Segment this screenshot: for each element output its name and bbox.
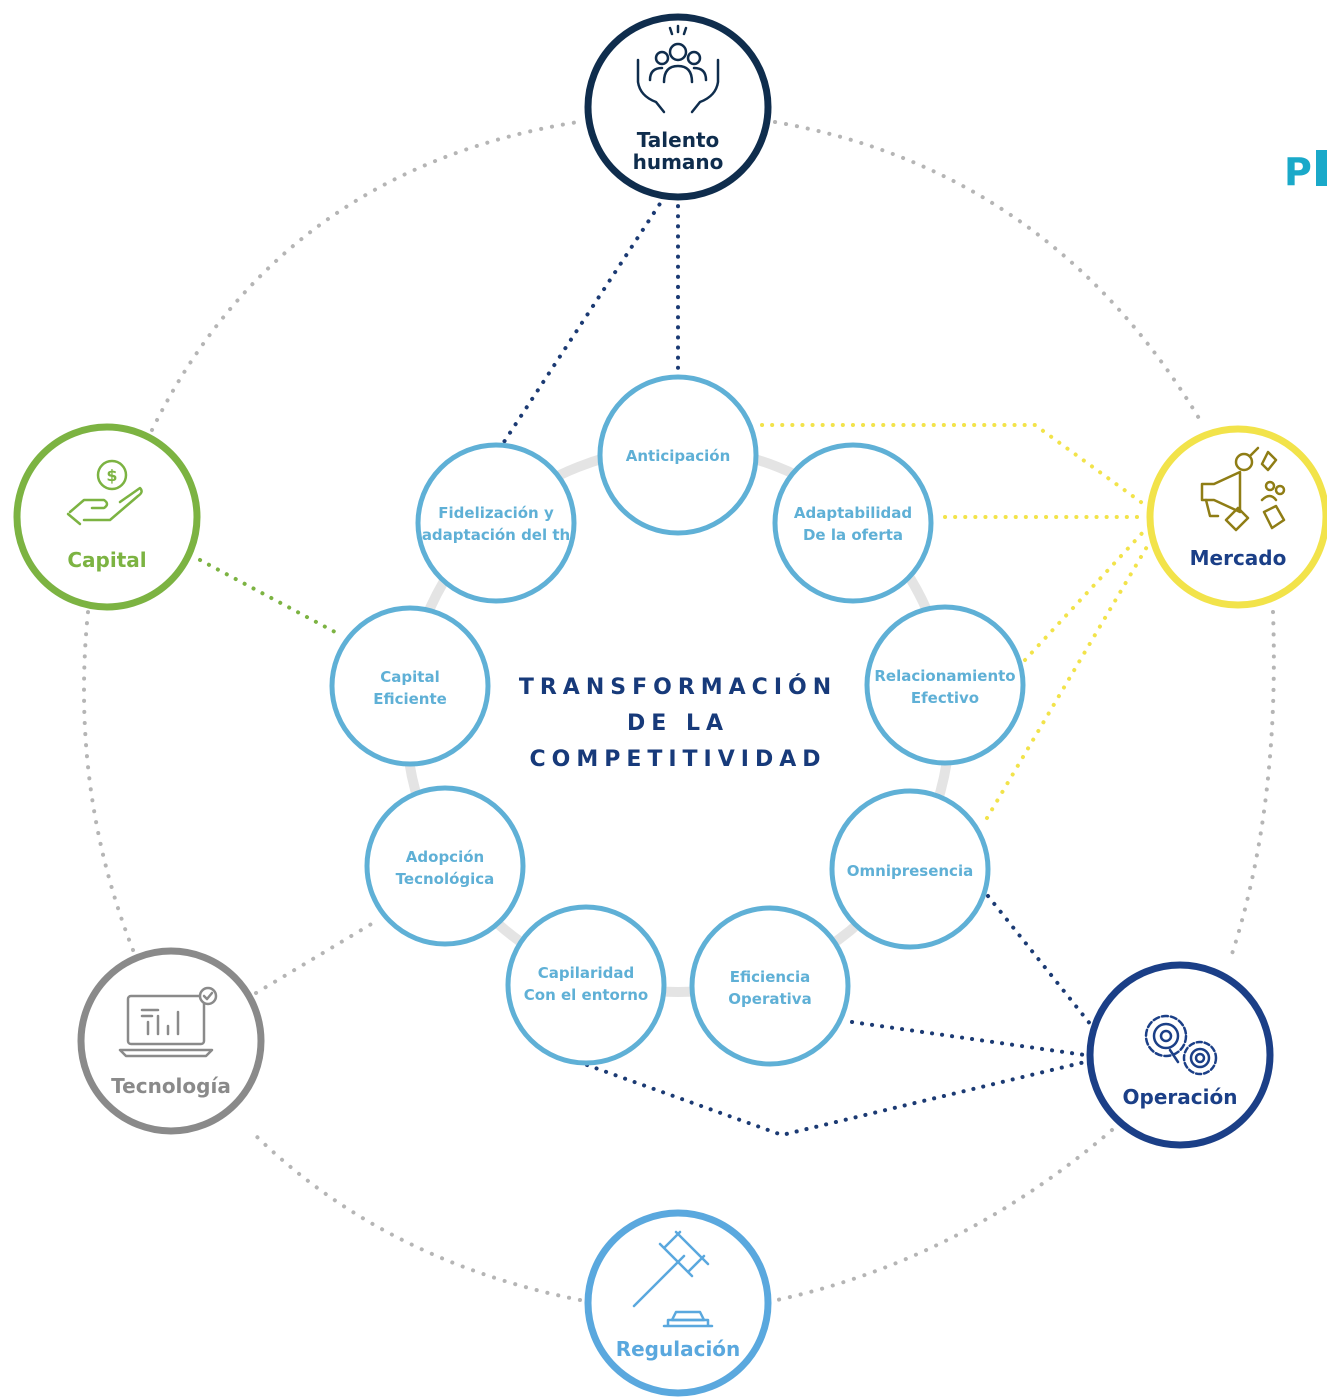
outer-label-operacion: Operación (1123, 1085, 1238, 1109)
outer-node-operacion: Operación (1086, 961, 1274, 1149)
connector-mercado-operacion (1228, 610, 1276, 962)
inner-label-omnipresencia: Omnipresencia (847, 862, 973, 880)
header-fragment-cut (1316, 150, 1327, 186)
connector-relacionamiento-mercado (1023, 528, 1147, 662)
inner-label-fidelizacion-1: Fidelización y (438, 504, 554, 522)
outer-node-regulacion: Regulación (584, 1209, 772, 1397)
outer-node-mercado: Mercado (1146, 425, 1327, 609)
gavel-icon (632, 1230, 714, 1328)
inner-node-capilaridad: Capilaridad Con el entorno (505, 904, 667, 1066)
center-title-line-3: COMPETITIVIDAD (529, 747, 826, 772)
header-fragment: P (1284, 150, 1312, 194)
connector-talento-mercado (773, 120, 1202, 422)
connector-tecnologia-adopcion (254, 918, 380, 995)
inner-label-capital-eficiente-1: Capital (380, 668, 439, 686)
connector-talento-fidelizacion (500, 194, 667, 447)
inner-node-adopcion: Adopción Tecnológica (364, 785, 526, 947)
inner-node-relacionamiento: Relacionamiento Efectivo (864, 604, 1026, 766)
center-title-line-2: DE LA (627, 711, 729, 736)
outer-node-capital: $ Capital (13, 423, 201, 611)
yellow-dotted-links (760, 423, 1150, 820)
connector-omnipresencia-mercado (985, 543, 1150, 820)
outer-dotted-ring (82, 120, 1276, 1302)
outer-label-regulacion: Regulación (616, 1337, 741, 1361)
inner-node-adaptabilidad: Adaptabilidad De la oferta (772, 442, 934, 604)
inner-label-fidelizacion-2: adaptación del th (422, 526, 570, 544)
inner-label-relacionamiento-2: Efectivo (911, 689, 979, 707)
laptop-chart-icon (118, 986, 218, 1058)
inner-label-adopcion-2: Tecnológica (396, 870, 495, 888)
outer-node-tecnologia: Tecnología (77, 947, 265, 1135)
inner-node-capital-eficiente: Capital Eficiente (329, 605, 491, 767)
svg-text:$: $ (106, 466, 117, 485)
megaphone-marketing-icon (1200, 446, 1286, 532)
inner-label-eficiencia-1: Eficiencia (730, 968, 810, 986)
outer-node-talento: Talento humano (584, 13, 772, 201)
inner-node-omnipresencia: Omnipresencia (829, 788, 991, 950)
inner-label-capilaridad-2: Con el entorno (524, 986, 648, 1004)
inner-label-adopcion-1: Adopción (406, 848, 484, 866)
connector-omnipresencia-operacion (986, 894, 1097, 1032)
connector-regulacion-tecnologia (248, 1128, 582, 1302)
center-title-line-1: TRANSFORMACIÓN (519, 674, 837, 700)
outer-label-capital: Capital (67, 548, 146, 572)
connector-capital-capital-eficiente (198, 558, 337, 634)
people-in-hands-icon (636, 24, 720, 114)
inner-node-anticipacion: Anticipación (597, 374, 759, 536)
inner-label-capital-eficiente-2: Eficiente (373, 690, 447, 708)
center-title: TRANSFORMACIÓN DE LA COMPETITIVIDAD (519, 674, 837, 772)
inner-node-fidelizacion: Fidelización y adaptación del th (415, 442, 577, 604)
inner-label-eficiencia-2: Operativa (728, 990, 811, 1008)
connector-eficiencia-operacion (850, 1020, 1087, 1057)
green-dotted-links (198, 558, 337, 634)
inner-label-capilaridad-1: Capilaridad (538, 964, 634, 982)
inner-label-adaptabilidad-2: De la oferta (803, 526, 903, 544)
connector-anticipacion-mercado (760, 423, 1147, 507)
navy-dotted-links (500, 194, 1097, 1138)
inner-node-eficiencia: Eficiencia Operativa (689, 905, 851, 1067)
inner-label-adaptabilidad-1: Adaptabilidad (794, 504, 912, 522)
connector-capilaridad-operacion (585, 1060, 1087, 1138)
inner-label-anticipacion: Anticipación (626, 447, 731, 465)
connector-tecnologia-capital (82, 610, 135, 952)
outer-label-talento-1: Talento (637, 128, 720, 152)
inner-label-relacionamiento-1: Relacionamiento (874, 667, 1015, 685)
gears-icon (1144, 1014, 1218, 1076)
outer-label-tecnologia: Tecnología (111, 1074, 231, 1098)
outer-label-mercado: Mercado (1190, 546, 1287, 570)
connector-capital-talento (150, 120, 580, 432)
money-hand-icon: $ (66, 459, 143, 526)
connector-operacion-regulacion (775, 1128, 1114, 1302)
outer-label-talento-2: humano (633, 150, 724, 174)
